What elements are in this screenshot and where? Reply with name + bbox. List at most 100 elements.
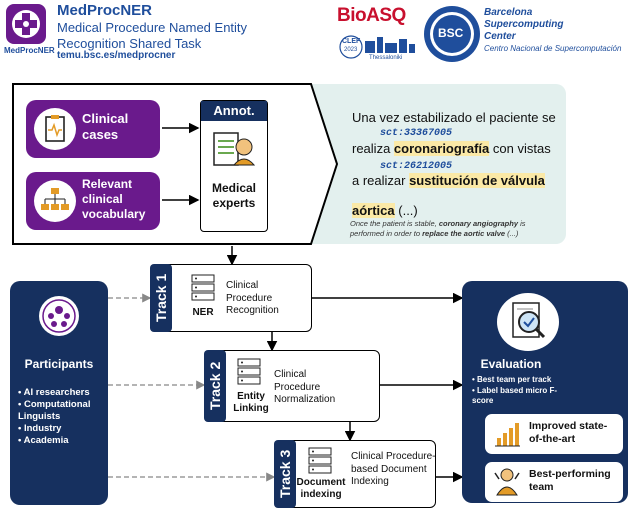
- example-code1: sct:33367005: [380, 128, 452, 139]
- participant-item: • Industry: [18, 423, 62, 434]
- evaluation-item-label: Best team per track: [477, 375, 552, 384]
- annot-input-arrows: [162, 122, 200, 206]
- clef-logo: CLEF 2023 Thessaloniki: [339, 33, 417, 65]
- example-translation2: performed in order to replace the aortic…: [350, 229, 518, 238]
- example-line4-post: (...): [394, 203, 418, 218]
- clinical-cases-label: Clinical cases: [82, 111, 129, 142]
- track1-icon-label: NER: [192, 307, 214, 318]
- example-line2-pre: realiza: [352, 141, 394, 156]
- track2-icon-label: Entity Linking: [233, 391, 269, 414]
- track2-desc: Clinical Procedure Normalization: [274, 369, 336, 405]
- hierarchy-icon: [41, 188, 69, 210]
- outcome-card-sota: Improved state- of-the-art: [484, 413, 624, 455]
- logo-caption: MedProcNER: [4, 46, 55, 55]
- track3-tab: Track 3: [274, 440, 296, 508]
- example-translation1: Once the patient is stable, coronary ang…: [350, 219, 526, 228]
- example-highlight2: sustitución de válvula: [409, 173, 545, 188]
- track3-desc: Clinical Procedure- based Document Index…: [351, 451, 436, 487]
- participants-title: Participants: [24, 357, 94, 371]
- example-highlight1: coronariografía: [393, 141, 490, 156]
- magnifier-document-icon: [512, 302, 546, 339]
- track3-box: Track 3 Document indexing Clinical Proce…: [274, 440, 436, 508]
- track3-icon-label: Document indexing: [296, 477, 346, 500]
- clinical-cases-box: Clinical cases: [26, 100, 160, 158]
- bioasq-text: BioASQ: [337, 5, 406, 26]
- bar-chart-icon: [495, 423, 520, 447]
- bsc-line4: Centro Nacional de Supercomputación: [484, 44, 622, 53]
- bsc-line1: Barcelona: [484, 7, 533, 18]
- example-line2-post: con vistas: [489, 141, 551, 156]
- trans1-bold: coronary angiography: [438, 219, 518, 228]
- track2-tab: Track 2: [204, 350, 226, 422]
- track1-tab: Track 1: [150, 264, 172, 332]
- subtitle-line1: Medical Procedure Named Entity: [57, 20, 248, 35]
- example-highlight3: aórtica: [352, 203, 395, 218]
- medprocner-logo: MedProcNER: [4, 2, 55, 58]
- participant-item-label: Computational Linguists: [18, 399, 91, 422]
- example-line1: Una vez estabilizado el paciente se: [352, 110, 556, 125]
- relevant-vocab-box: Relevant clinical vocabulary: [26, 172, 160, 230]
- evaluation-item: • Label based micro F-score: [472, 385, 558, 406]
- track1-box: Track 1 NER Clinical Procedure Recogniti…: [150, 264, 312, 332]
- server-icon: [191, 274, 215, 301]
- participant-item: • Computational Linguists: [18, 399, 91, 422]
- outcome-sota-label: Improved state- of-the-art: [529, 420, 608, 445]
- clef-year: 2023: [344, 47, 358, 53]
- participants-panel: Participants • AI researchers • Computat…: [10, 281, 108, 505]
- bioasq-logo: BioASQ: [337, 5, 417, 29]
- evaluation-item: • Best team per track: [472, 375, 552, 384]
- clef-city: Thessaloniki: [369, 55, 403, 61]
- evaluation-title: Evaluation: [480, 357, 542, 371]
- track1-desc: Clinical Procedure Recognition: [226, 280, 279, 316]
- trans2-post: (...): [505, 229, 519, 238]
- participant-item: • AI researchers: [18, 387, 90, 398]
- annot-header: Annot.: [201, 101, 267, 121]
- clipboard-icon: [45, 115, 65, 142]
- bsc-badge: BSC: [438, 26, 464, 40]
- example-code1-text: sct:33367005: [380, 128, 453, 139]
- example-panel: [300, 84, 566, 244]
- subtitle-line2: Recognition Shared Task: [57, 36, 202, 51]
- vocab-icon-bg: [34, 180, 76, 222]
- trans1-post: is: [518, 219, 526, 228]
- server-icon: [237, 358, 261, 385]
- example-line3-pre: a realizar: [352, 173, 410, 188]
- medical-experts-label: Medical experts: [211, 181, 256, 210]
- trans1-pre: Once the patient is stable,: [350, 219, 439, 228]
- evaluation-list: • Best team per track • Label based micr…: [472, 375, 576, 407]
- trans2-bold: replace the aortic valve: [422, 229, 506, 238]
- team-icon: [42, 299, 76, 333]
- participant-item-label: AI researchers: [23, 387, 90, 398]
- annot-box: Annot. Medical experts: [200, 100, 268, 232]
- clinical-case-icon-bg: [34, 108, 76, 150]
- trans2-pre: performed in order to: [350, 229, 423, 238]
- participants-icon-bg: [39, 296, 79, 336]
- outcome-card-best: Best-performing team: [484, 461, 624, 503]
- participant-item-label: Academia: [23, 435, 69, 446]
- example-line2: realiza coronariografía con vistas: [352, 141, 551, 156]
- outcome-best-label: Best-performing team: [529, 468, 611, 493]
- server-icon: [308, 447, 332, 474]
- bsc-circle-icon: [424, 6, 480, 62]
- relevant-vocab-label: Relevant clinical vocabulary: [82, 177, 146, 221]
- bsc-line3: Center: [484, 31, 516, 42]
- project-url[interactable]: temu.bsc.es/medprocner: [57, 50, 176, 61]
- annotation-doc-icon: [213, 132, 256, 166]
- clef-text: CLEF: [342, 38, 361, 45]
- bsc-line2: Supercomputing: [484, 19, 564, 30]
- bsc-logo: BSC Barcelona Supercomputing Center Cent…: [422, 4, 636, 66]
- evaluation-icon-bg: [497, 293, 559, 351]
- example-line3: a realizar sustitución de válvula: [352, 173, 545, 188]
- example-code2: sct:26212005: [380, 161, 452, 172]
- track2-box: Track 2 Entity Linking Clinical Procedur…: [204, 350, 380, 422]
- medical-cross-icon: [6, 4, 46, 44]
- example-code2-text: sct:26212005: [380, 161, 453, 172]
- winner-icon: [494, 468, 520, 496]
- clef-skyline-icon: [339, 35, 415, 59]
- example-line4: aórtica (...): [352, 203, 418, 218]
- participant-item-label: Industry: [23, 423, 62, 434]
- evaluation-item-label: Label based micro F-score: [472, 385, 558, 406]
- page-title: MedProcNER: [57, 2, 153, 19]
- participants-list: • AI researchers • Computational Linguis…: [18, 387, 108, 447]
- participant-item: • Academia: [18, 435, 69, 446]
